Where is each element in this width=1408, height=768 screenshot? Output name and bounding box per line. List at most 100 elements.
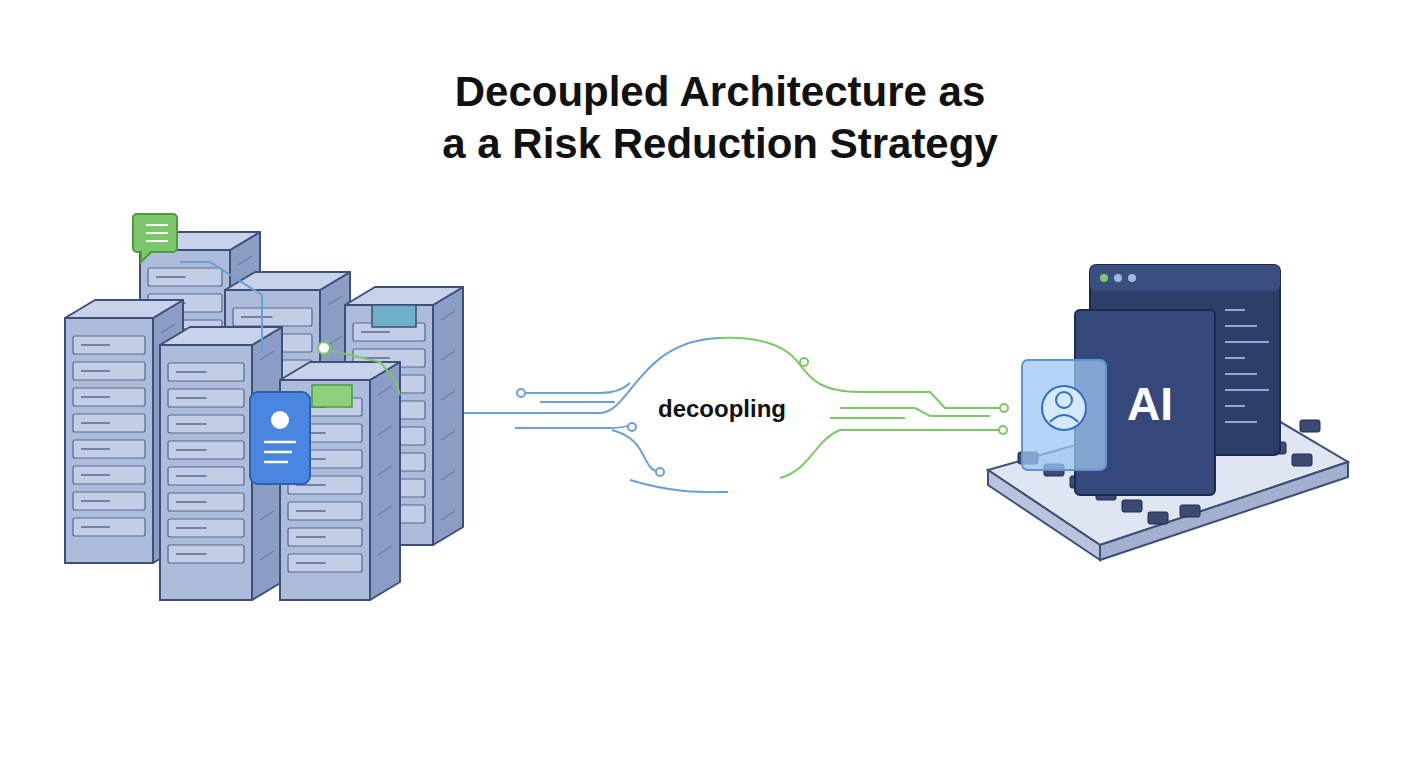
slot-line (81, 474, 110, 476)
side-line (441, 391, 455, 400)
slot-line (296, 562, 326, 564)
rack-slot (73, 336, 145, 354)
rack-top (160, 327, 282, 345)
side-line (441, 351, 455, 360)
decoupling-lines (442, 338, 1008, 492)
slot-line (241, 316, 273, 318)
code-line (1225, 325, 1257, 327)
slot-line (296, 510, 326, 512)
side-line (378, 386, 392, 395)
slot-line (176, 371, 206, 373)
side-line (238, 256, 252, 265)
rack-front (160, 345, 252, 600)
wire-dot (318, 342, 330, 354)
rack-top (65, 300, 183, 318)
side-line (378, 466, 392, 475)
slot-line (81, 448, 110, 450)
side-line (441, 311, 455, 320)
ai-workstation (988, 265, 1348, 560)
rack-slot (148, 268, 222, 286)
card-dot (271, 411, 289, 429)
line-label: decoopling (652, 393, 792, 425)
side-line (260, 351, 274, 360)
rack-slot (288, 554, 362, 572)
rack-slot (73, 492, 145, 510)
slot-line (176, 553, 206, 555)
rack-front (65, 318, 153, 563)
side-line (328, 296, 342, 305)
blue-card-icon (250, 392, 310, 484)
rack-top (345, 287, 463, 305)
slot-line (156, 276, 186, 278)
key (1300, 420, 1320, 432)
rack-slot (168, 363, 244, 381)
rack-slot (233, 308, 312, 326)
code-line (1225, 405, 1245, 407)
rack-slot (73, 414, 145, 432)
card-line (264, 441, 296, 444)
slot-line (81, 396, 110, 398)
rack-slot (73, 440, 145, 458)
code-line (1225, 389, 1269, 391)
rack-slot (288, 502, 362, 520)
side-line (378, 426, 392, 435)
key (1148, 512, 1168, 524)
slot-line (81, 370, 110, 372)
speech-bubble (133, 214, 177, 262)
slot-line (176, 397, 206, 399)
side-line (161, 324, 175, 333)
bubble-line (146, 240, 168, 242)
rack-slot (73, 466, 145, 484)
rack-slot (288, 528, 362, 546)
side-line (260, 551, 274, 560)
bubble-line (146, 232, 168, 234)
slot-line (81, 422, 110, 424)
rack-slot (168, 545, 244, 563)
key (1180, 505, 1200, 517)
rack-side (433, 287, 463, 545)
ai-window: AI (1117, 371, 1183, 437)
side-line (378, 506, 392, 515)
code-line (1225, 341, 1269, 343)
card-line (264, 461, 288, 464)
side-line (328, 336, 342, 345)
slot-line (176, 475, 206, 477)
bubble-line (146, 224, 168, 226)
diagram-title: Decoupled Architecture as a a Risk Reduc… (390, 66, 1050, 170)
rack-slot (168, 441, 244, 459)
rack-slot (168, 519, 244, 537)
slot-line (81, 344, 110, 346)
key (1122, 500, 1142, 512)
key (1292, 454, 1312, 466)
rack-side (370, 362, 400, 600)
card-line (264, 451, 292, 454)
rack-slot (73, 388, 145, 406)
slot-line (361, 331, 390, 333)
rack-slot (168, 415, 244, 433)
slot-line (176, 501, 206, 503)
window-label: AI (1127, 377, 1173, 431)
slot-line (176, 449, 206, 451)
slot-line (176, 423, 206, 425)
code-line (1225, 373, 1257, 375)
rack-wire (180, 262, 262, 350)
side-line (441, 471, 455, 480)
slot-line (81, 500, 110, 502)
slot-line (296, 536, 326, 538)
rack-slot (73, 362, 145, 380)
rack-panel (312, 385, 352, 407)
code-line (1225, 309, 1245, 311)
code-line (1225, 357, 1245, 359)
rack-slot (168, 389, 244, 407)
side-line (441, 431, 455, 440)
code-line (1225, 421, 1257, 423)
rack-panel (372, 305, 416, 327)
rack-slot (168, 467, 244, 485)
server-racks (65, 214, 463, 600)
slot-line (81, 526, 110, 528)
rack-top (225, 272, 350, 290)
side-line (441, 511, 455, 520)
side-line (260, 511, 274, 520)
